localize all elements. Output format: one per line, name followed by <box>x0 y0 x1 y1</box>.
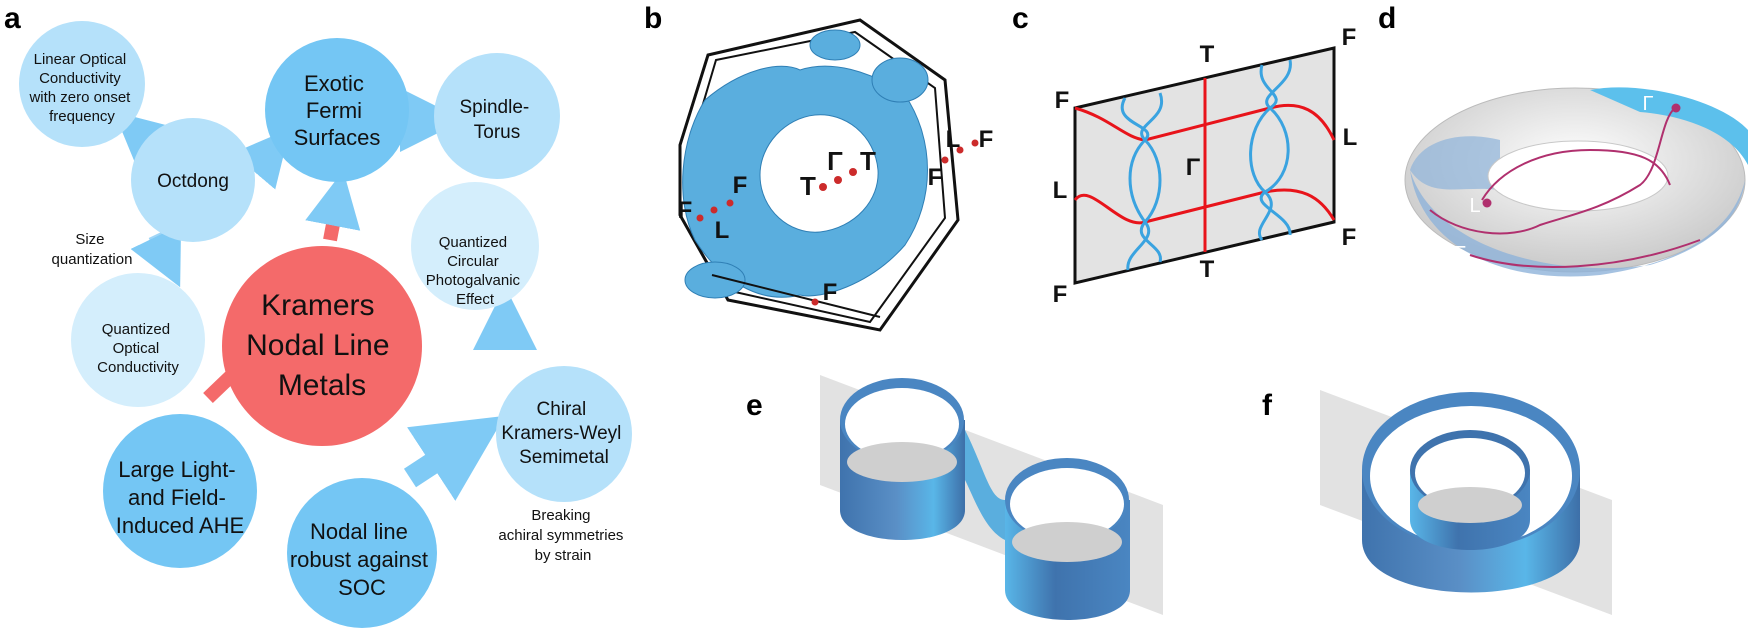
torus-blue-band <box>1410 170 1745 277</box>
label-c-bl: F <box>1053 281 1068 308</box>
label-c-gamma: Γ <box>1186 154 1201 181</box>
panel-d-label: d <box>1378 2 1396 35</box>
panel-a: a Linear Optical Conductivity <box>4 2 632 628</box>
label-d-t: T <box>1614 168 1626 190</box>
node-center-kramers-text: Kramers Nodal Line Metals <box>246 289 398 402</box>
label-c-tr: F <box>1342 24 1357 51</box>
panel-d: d Γ T L F <box>1378 2 1748 277</box>
fermi-surface <box>682 29 929 299</box>
label-c-t-top: T <box>1200 41 1215 68</box>
point-t2 <box>849 168 857 176</box>
label-f4: F <box>979 126 994 153</box>
panel-e: e <box>746 375 1163 620</box>
panel-c-label: c <box>1012 2 1029 35</box>
point-f2 <box>726 199 734 207</box>
panel-f: f <box>1262 389 1612 615</box>
label-c-l1: L <box>1053 177 1068 204</box>
node-octdong <box>131 118 255 242</box>
panel-b-label: b <box>644 2 662 35</box>
torus-hole <box>1487 140 1669 212</box>
node-octdong-text: Octdong <box>157 171 229 192</box>
label-f5: F <box>823 279 838 306</box>
high-symmetry-points <box>696 139 979 306</box>
point-f1 <box>696 214 704 222</box>
node-exotic-fermi <box>265 38 409 182</box>
panel-a-label: a <box>4 2 21 35</box>
node-chiral-kramers-weyl <box>496 366 632 502</box>
red-upper-curve <box>1074 103 1336 142</box>
node-spindle-torus-text: Spindle- Torus <box>460 97 535 143</box>
torus-point-g <box>1671 103 1681 113</box>
annotation-size-quantization: Size quantization <box>52 231 133 268</box>
node-large-ahe-text: Large Light- and Field- Induced AHE <box>116 457 244 538</box>
node-large-ahe <box>103 414 257 568</box>
label-c-br: F <box>1342 224 1357 251</box>
annotation-breaking-symmetries: Breaking achiral symmetries by strain <box>498 507 627 564</box>
torus-cyan-patch <box>1590 87 1748 165</box>
label-t2: T <box>860 146 876 176</box>
label-c-t-bot: T <box>1200 256 1215 283</box>
node-nodal-robust <box>287 478 437 628</box>
label-d-f: F <box>1454 243 1466 265</box>
arrow-octdong-exotic <box>232 128 291 190</box>
blue-left-a <box>1120 97 1151 271</box>
cylinder-e-junction <box>965 430 1005 540</box>
arrow-robust-chiral <box>403 415 505 501</box>
label-c-tl: F <box>1055 87 1070 114</box>
point-f4 <box>971 139 979 147</box>
node-quantized-optical-text: Quantized Optical Conductivity <box>97 321 179 376</box>
torus-left-patch <box>1410 136 1500 190</box>
bz-frame-outer <box>678 18 960 332</box>
node-center-kramers <box>222 246 422 446</box>
node-linear-optical <box>19 21 145 147</box>
label-d-gamma: Γ <box>1642 93 1653 115</box>
node-qcpge <box>411 182 539 310</box>
torus-path-inner <box>1481 148 1671 201</box>
point-f3 <box>941 156 949 164</box>
arrow-center-exotic <box>305 170 361 242</box>
bz-edge-front <box>711 274 881 318</box>
point-f5 <box>811 298 819 306</box>
label-l1: L <box>715 217 730 244</box>
torus-path-outer <box>1429 107 1676 235</box>
node-linear-optical-text: Linear Optical Conductivity with zero on… <box>28 51 134 125</box>
label-l2: L <box>946 126 961 153</box>
blue-left-b <box>1139 92 1164 263</box>
cylinder-e-right-floor <box>1012 522 1122 562</box>
label-t1: T <box>800 171 816 201</box>
point-l2 <box>956 146 964 154</box>
panel-f-label: f <box>1262 389 1273 422</box>
cylinder-e-left-floor <box>847 442 957 482</box>
label-c-r1: L <box>1343 124 1358 151</box>
cylinder-e-left-hole <box>845 388 959 460</box>
arrow-octdong-qoc <box>130 224 182 288</box>
node-exotic-fermi-text: Exotic Fermi Surfaces <box>294 71 381 150</box>
label-f3: F <box>928 164 943 191</box>
torus-path-bottom <box>1469 239 1701 268</box>
node-spindle-torus <box>434 53 560 179</box>
label-f2: F <box>733 172 748 199</box>
panel-c: c F F L F L F T T Γ <box>1012 2 1357 308</box>
point-gamma <box>834 176 842 184</box>
cylinder-e-right-hole <box>1010 468 1124 540</box>
label-gamma: Γ <box>827 146 843 176</box>
torus-point-l <box>1482 198 1492 208</box>
blue-right-b <box>1259 59 1292 236</box>
label-d-l: L <box>1469 195 1480 217</box>
label-f1: F <box>678 197 693 224</box>
cylinder-f-inner-floor <box>1418 487 1522 523</box>
point-l1 <box>710 206 718 214</box>
node-chiral-kramers-weyl-text: Chiral Kramers-Weyl Semimetal <box>501 399 626 468</box>
node-nodal-robust-text: Nodal line robust against SOC <box>290 519 434 600</box>
node-qcpge-text: Quantized Circular Photogalvanic Effect <box>426 234 524 308</box>
panel-b: b T Γ T F L F L F F <box>644 2 994 332</box>
point-t1 <box>819 183 827 191</box>
panel-e-label: e <box>746 389 763 422</box>
node-quantized-optical <box>71 273 205 407</box>
